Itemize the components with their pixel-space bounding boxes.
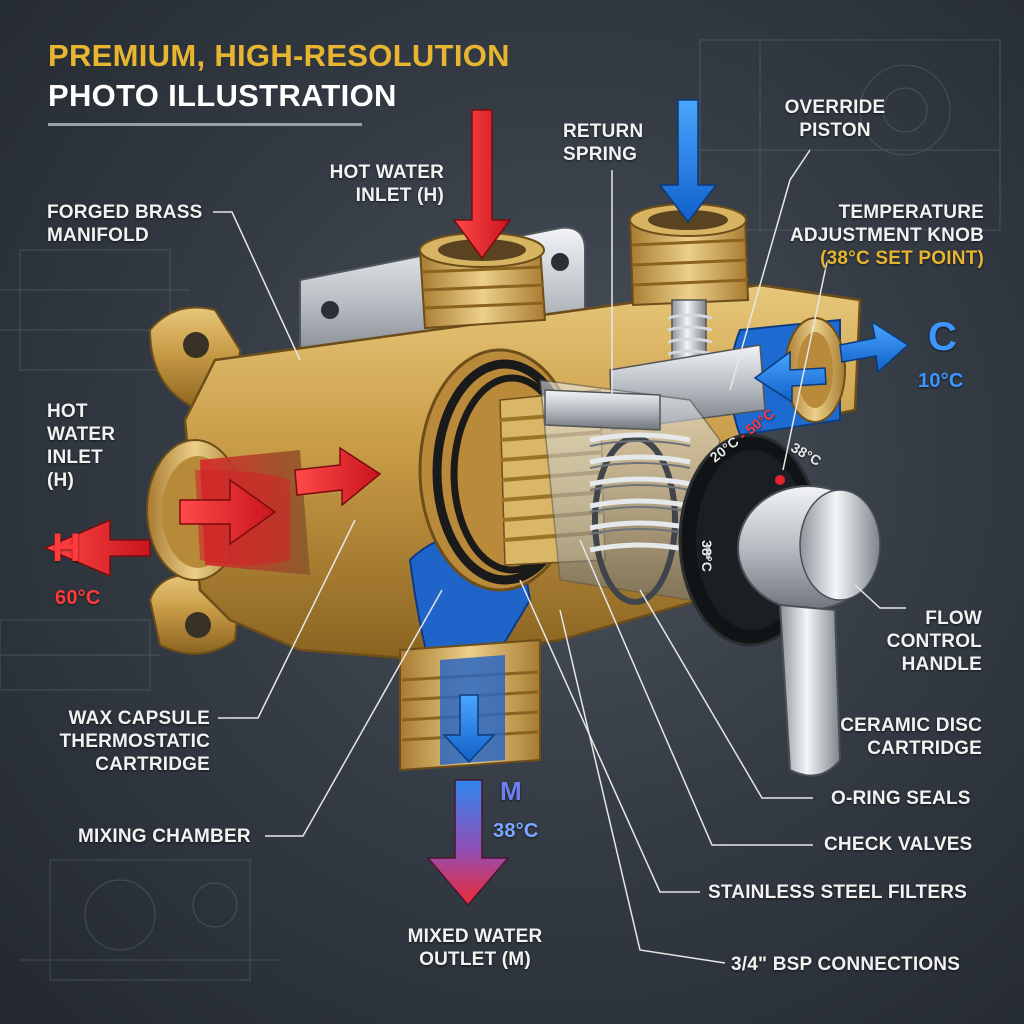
label-forged-brass-manifold-line2: MANIFOLD <box>47 225 149 246</box>
label-return-spring-line2: SPRING <box>563 144 638 165</box>
label-temperature-knob-line2: ADJUSTMENT KNOB <box>789 225 984 246</box>
label-hot-water-inlet-top: HOT WATER INLET (H) <box>300 161 444 207</box>
label-hot-inlet-top-line1: HOT WATER <box>329 162 444 183</box>
cold-port-letter: C <box>928 315 958 359</box>
hot-port-letter: H <box>52 526 82 570</box>
dial-mark-vertical: 38°C <box>699 540 715 573</box>
label-flow-control-line1: FLOW <box>925 608 982 629</box>
label-override-piston-line2: PISTON <box>799 120 871 141</box>
label-ceramic-disc-line2: CARTRIDGE <box>867 738 982 759</box>
label-flow-control-line2: CONTROL <box>886 631 982 652</box>
label-flow-control-handle: FLOW CONTROL HANDLE <box>870 607 982 676</box>
label-mixed-outlet-line2: OUTLET (M) <box>419 949 531 970</box>
label-return-spring: RETURN SPRING <box>563 120 643 166</box>
leader-lines <box>213 149 906 964</box>
label-hot-inlet-left-line2: WATER <box>47 424 116 445</box>
mixed-port-letter-text: M <box>500 776 522 806</box>
label-wax-capsule-line3: CARTRIDGE <box>95 754 210 775</box>
mixed-port-temp: 38°C <box>493 820 539 842</box>
label-temperature-knob-line1: TEMPERATURE <box>838 202 984 223</box>
label-hot-inlet-top-line2: INLET (H) <box>355 185 444 206</box>
label-ceramic-disc-line1: CERAMIC DISC <box>840 715 982 736</box>
mixed-port-letter: M <box>500 776 522 806</box>
label-hot-inlet-left-line1: HOT <box>47 401 88 422</box>
label-wax-capsule: WAX CAPSULE THERMOSTATIC CARTRIDGE <box>30 707 210 776</box>
label-ceramic-disc-cartridge: CERAMIC DISC CARTRIDGE <box>820 714 982 760</box>
label-mixed-water-outlet: MIXED WATER OUTLET (M) <box>380 925 570 971</box>
label-mixed-outlet-line1: MIXED WATER <box>407 926 543 947</box>
label-wax-capsule-line2: THERMOSTATIC <box>59 731 210 752</box>
label-forged-brass-manifold-line1: FORGED BRASS <box>47 202 203 223</box>
cold-port-temp: 10°C <box>918 370 964 392</box>
label-bsp-connections: 3/4" BSP CONNECTIONS <box>731 954 961 975</box>
label-forged-brass-manifold: FORGED BRASS MANIFOLD <box>47 201 202 247</box>
label-stainless-filters: STAINLESS STEEL FILTERS <box>708 882 968 903</box>
label-temperature-setpoint: (38°C SET POINT) <box>820 248 984 269</box>
title-line-1: PREMIUM, HIGH-RESOLUTION <box>48 38 510 73</box>
label-check-valves: CHECK VALVES <box>824 834 973 855</box>
title-underline <box>48 123 362 126</box>
label-mixing-chamber: MIXING CHAMBER <box>78 826 251 847</box>
label-hot-inlet-left-line3: INLET <box>47 447 103 468</box>
label-override-piston-line1: OVERRIDE <box>784 97 886 118</box>
label-o-ring-seals: O-RING SEALS <box>831 788 971 809</box>
label-temperature-knob: TEMPERATURE ADJUSTMENT KNOB (38°C SET PO… <box>780 201 984 270</box>
label-override-piston: OVERRIDE PISTON <box>770 96 900 142</box>
blueprint-backdrop <box>0 39 1001 981</box>
label-return-spring-line1: RETURN <box>563 121 644 142</box>
label-flow-control-line3: HANDLE <box>901 654 982 675</box>
label-wax-capsule-line1: WAX CAPSULE <box>68 708 210 729</box>
title-line-2: PHOTO ILLUSTRATION <box>48 78 397 113</box>
label-hot-inlet-left-line4: (H) <box>47 470 74 491</box>
label-hot-water-inlet-left: HOT WATER INLET (H) <box>47 400 115 492</box>
hot-port-temp: 60°C <box>55 587 101 609</box>
